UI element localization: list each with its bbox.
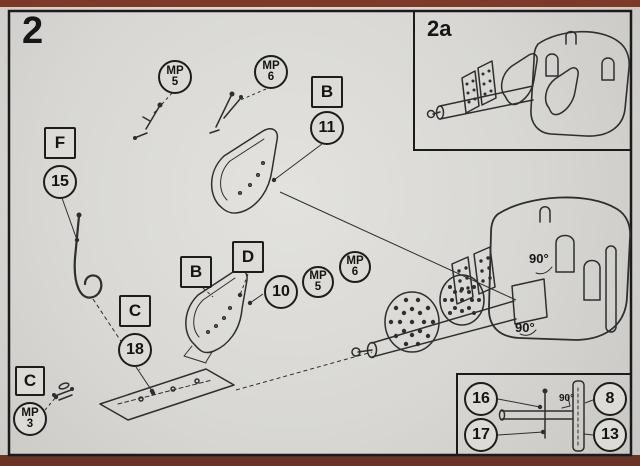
small-fitting-parts <box>52 382 74 401</box>
inset-detail-drawing <box>498 380 585 452</box>
callout-text: 6 <box>351 266 359 278</box>
floor-plate-part <box>99 368 235 421</box>
callout-step-17: 17 <box>464 418 498 452</box>
angle-label-upper: 90° <box>529 251 549 266</box>
callout-step-13: 13 <box>593 418 627 452</box>
scan-edge-bottom <box>0 455 640 466</box>
callout-mp5-top: MP 5 <box>158 60 192 94</box>
seat-back-upper <box>210 128 279 214</box>
callout-part-f: F <box>44 127 76 159</box>
perforated-disc-large <box>384 291 440 353</box>
inset-2a-drawing <box>426 30 630 137</box>
inset-step-label: 2a <box>427 16 452 41</box>
step-number: 2 <box>22 10 44 52</box>
callout-mp3: MP 3 <box>13 402 47 436</box>
callout-text: MP <box>166 65 184 77</box>
callout-text: MP <box>262 60 280 72</box>
callout-part-b-top: B <box>311 76 343 108</box>
callout-text: MP <box>309 270 327 282</box>
callout-text: 5 <box>314 281 322 293</box>
callout-mp5-mid: MP 5 <box>302 266 334 298</box>
seat-back-lower <box>183 269 248 364</box>
callout-part-c-mid: C <box>119 295 151 327</box>
callout-step-10: 10 <box>264 275 298 309</box>
inset-detail-box <box>456 373 632 456</box>
callout-mp6-mid: MP 6 <box>339 251 371 283</box>
callout-step-15: 15 <box>43 165 77 199</box>
callout-text: 3 <box>26 418 34 430</box>
callout-part-d: D <box>232 241 264 273</box>
callout-text: 6 <box>267 71 275 83</box>
callout-step-18: 18 <box>118 333 152 367</box>
callout-part-c-bottom: C <box>15 366 45 396</box>
scan-edge-top <box>0 0 640 7</box>
callout-step-11: 11 <box>310 111 344 145</box>
callout-step-16: 16 <box>464 382 498 416</box>
mount-plate-parts <box>451 246 496 305</box>
angle-label-inset: 90° <box>559 393 575 404</box>
callout-text: MP <box>346 255 364 267</box>
callout-text: 5 <box>171 76 179 88</box>
callout-step-8: 8 <box>593 382 627 416</box>
control-stick-parts <box>133 91 243 140</box>
tail-skid-part <box>73 212 103 299</box>
callout-mp6-top: MP 6 <box>254 55 288 89</box>
callout-part-b-mid: B <box>180 256 212 288</box>
inset-2a-box <box>413 10 632 151</box>
callout-text: MP <box>21 407 39 419</box>
angle-label-lower: 90° <box>515 320 535 335</box>
